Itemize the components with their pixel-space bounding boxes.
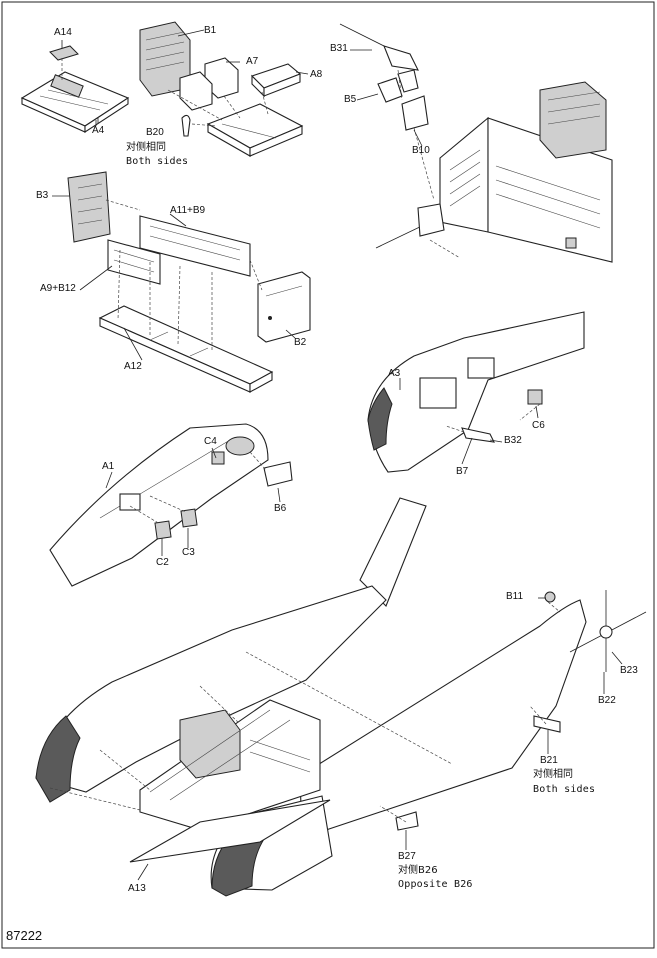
label-a3: A3 (388, 368, 401, 379)
part-b21 (533, 715, 561, 733)
page-number: 87222 (6, 928, 43, 943)
part-a11-b9-seat-row (139, 215, 251, 277)
part-b6 (263, 461, 293, 487)
label-b3: B3 (36, 190, 49, 201)
label-a4: A4 (92, 125, 105, 136)
part-side-gun (375, 203, 445, 249)
part-b27 (395, 811, 419, 831)
label-a1: A1 (102, 461, 115, 472)
part-a4-floor-plate (20, 71, 130, 134)
part-b20 (181, 114, 191, 137)
part-a8-console (250, 63, 302, 98)
label-b6: B6 (274, 503, 287, 514)
label-b31: B31 (330, 43, 348, 54)
part-cockpit-floor (206, 103, 304, 157)
note-both-sides-en-1: Both sides (126, 156, 189, 167)
part-main-fuselage (35, 497, 587, 897)
part-b11 (544, 591, 556, 603)
label-b22: B22 (598, 695, 616, 706)
part-a14 (49, 45, 79, 80)
label-b27: B27 (398, 851, 416, 862)
label-c4: C4 (204, 436, 217, 447)
label-b10: B10 (412, 145, 430, 156)
label-c3: C3 (182, 547, 195, 558)
part-c3 (180, 508, 198, 528)
label-a14: A14 (54, 27, 72, 38)
label-b23: B23 (620, 665, 638, 676)
label-b20: B20 (146, 127, 164, 138)
label-b2: B2 (294, 337, 307, 348)
label-b7: B7 (456, 466, 469, 477)
part-cabin-assembly-top (439, 81, 613, 263)
label-b1: B1 (204, 25, 217, 36)
label-a13: A13 (128, 883, 146, 894)
label-a11-b9: A11+B9 (170, 205, 206, 216)
label-b32: B32 (504, 435, 522, 446)
note-both-sides-en-2: Both sides (533, 784, 596, 795)
note-opposite-cn: 对侧B26 (398, 865, 438, 876)
label-a8: A8 (310, 69, 323, 80)
label-a12: A12 (124, 361, 142, 372)
label-b21: B21 (540, 755, 558, 766)
part-tail-rotor (569, 590, 647, 672)
label-b11: B11 (506, 591, 524, 602)
part-c2 (154, 520, 172, 540)
label-a7: A7 (246, 56, 259, 67)
label-b5: B5 (344, 94, 357, 105)
part-b3-side-panel (67, 171, 111, 243)
part-b2-bulkhead (257, 271, 311, 343)
part-b10 (401, 95, 429, 131)
part-c4 (211, 451, 225, 465)
note-both-sides-cn-2: 对侧相同 (533, 769, 573, 780)
part-a12-floor (98, 305, 274, 393)
part-b5 (377, 69, 419, 103)
part-a3-fuselage-half (367, 311, 585, 473)
part-a9-b12-seat-row (107, 239, 161, 285)
label-c2: C2 (156, 557, 169, 568)
part-c6 (527, 389, 543, 405)
part-a7-seats (179, 57, 239, 111)
label-c6: C6 (532, 420, 545, 431)
part-b32 (461, 427, 495, 443)
part-b31-gun (339, 23, 419, 71)
note-both-sides-cn-1: 对侧相同 (126, 142, 166, 153)
label-a9-b12: A9+B12 (40, 283, 76, 294)
note-opposite-en: Opposite B26 (398, 879, 473, 890)
